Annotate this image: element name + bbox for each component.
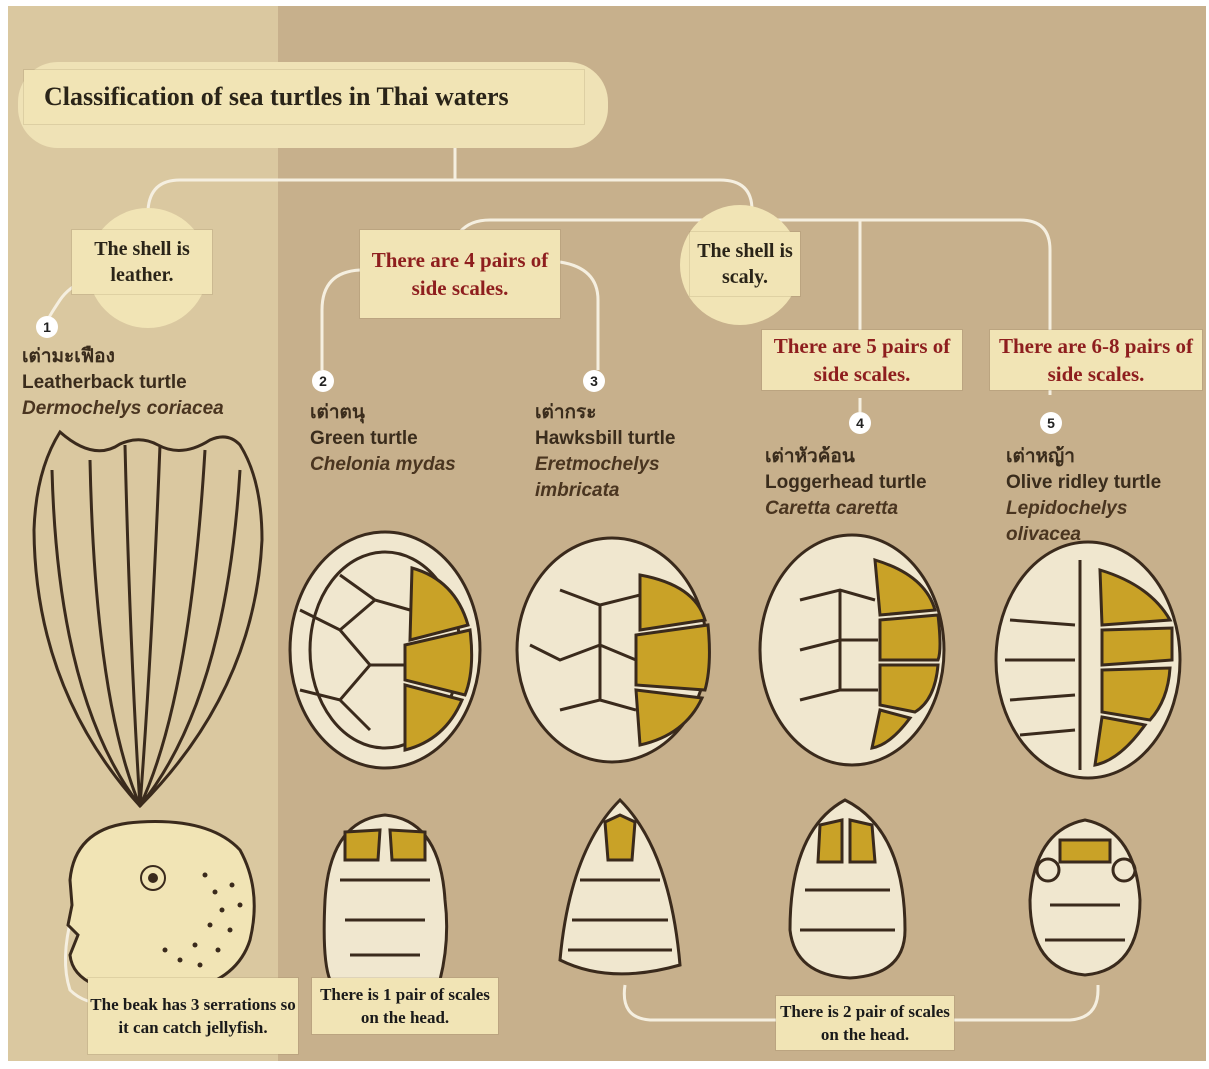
species-olive-ridley: เต่าหญ้า Olive ridley turtle Lepidochely… (1006, 444, 1201, 548)
hawksbill-shell (517, 538, 709, 762)
species-thai-name: เต่าตนุ (310, 400, 510, 426)
species-number-4: 4 (849, 412, 871, 434)
species-scientific-name: Chelonia mydas (310, 452, 510, 478)
green-turtle-head (324, 815, 446, 980)
species-number-2: 2 (312, 370, 334, 392)
species-scientific-name: Dermochelys coriacea (22, 396, 272, 422)
species-scientific-name: Eretmochelys imbricata (535, 452, 715, 504)
species-thai-name: เต่าหญ้า (1006, 444, 1201, 470)
species-scientific-name: Caretta caretta (765, 496, 975, 522)
species-number-3: 3 (583, 370, 605, 392)
four-pairs-label: There are 4 pairs of side scales. (360, 230, 560, 318)
species-common-name: Leatherback turtle (22, 370, 272, 396)
diagram-title: Classification of sea turtles in Thai wa… (24, 70, 584, 124)
species-common-name: Loggerhead turtle (765, 470, 975, 496)
species-scientific-name: Lepidochelys olivacea (1006, 496, 1201, 548)
species-number-1: 1 (36, 316, 58, 338)
olive-ridley-head (1030, 820, 1140, 975)
olive-ridley-shell (996, 542, 1180, 778)
species-thai-name: เต่ากระ (535, 400, 715, 426)
leather-branch-label: The shell is leather. (72, 230, 212, 294)
one-pair-note: There is 1 pair of scales on the head. (312, 978, 498, 1034)
species-hawksbill: เต่ากระ Hawksbill turtle Eretmochelys im… (535, 400, 715, 504)
two-pair-note: There is 2 pair of scales on the head. (776, 996, 954, 1050)
species-number-5: 5 (1040, 412, 1062, 434)
green-turtle-shell (290, 532, 480, 768)
scaly-branch-label: The shell is scaly. (690, 232, 800, 296)
leatherback-head (68, 822, 254, 994)
species-thai-name: เต่าหัวค้อน (765, 444, 975, 470)
five-pairs-label: There are 5 pairs of side scales. (762, 330, 962, 390)
species-thai-name: เต่ามะเฟือง (22, 344, 272, 370)
species-green: เต่าตนุ Green turtle Chelonia mydas (310, 400, 510, 478)
species-leatherback: เต่ามะเฟือง Leatherback turtle Dermochel… (22, 344, 272, 422)
six-eight-pairs-label: There are 6-8 pairs of side scales. (990, 330, 1202, 390)
species-common-name: Hawksbill turtle (535, 426, 715, 452)
beak-note: The beak has 3 serrations so it can catc… (88, 978, 298, 1054)
species-common-name: Green turtle (310, 426, 510, 452)
species-loggerhead: เต่าหัวค้อน Loggerhead turtle Caretta ca… (765, 444, 975, 522)
loggerhead-shell (760, 535, 944, 765)
species-common-name: Olive ridley turtle (1006, 470, 1201, 496)
